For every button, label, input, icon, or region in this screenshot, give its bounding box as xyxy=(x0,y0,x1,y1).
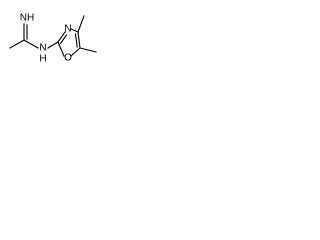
chemical-structure-canvas: NH N H N O xyxy=(0,0,106,72)
bond-c2-n3-b xyxy=(59,34,68,45)
bond-c5-methyl xyxy=(79,47,97,53)
atom-label-imine-nh: NH xyxy=(20,13,34,24)
atom-label-amine-n: N xyxy=(39,43,46,54)
atom-label-amine-h: H xyxy=(39,54,46,65)
bond-amine-oxazole xyxy=(47,41,59,49)
bond-c4-methyl xyxy=(77,15,85,33)
bond-o1-c2 xyxy=(57,41,65,57)
atom-label-ring-n: N xyxy=(64,24,71,35)
atom-label-ring-o: O xyxy=(64,53,72,64)
bond-c4-c5-b xyxy=(74,33,78,48)
bond-amidine-amine xyxy=(23,39,39,49)
bond-c5-o1 xyxy=(70,47,81,57)
bond-methyl-amidine xyxy=(9,39,25,49)
molecule-drawing: NH N H N O xyxy=(9,13,97,65)
bond-c2-n3-a xyxy=(57,31,66,43)
bond-c4-c5-a xyxy=(77,31,81,49)
bond-group xyxy=(9,15,97,57)
bond-n3-c4 xyxy=(70,28,79,33)
